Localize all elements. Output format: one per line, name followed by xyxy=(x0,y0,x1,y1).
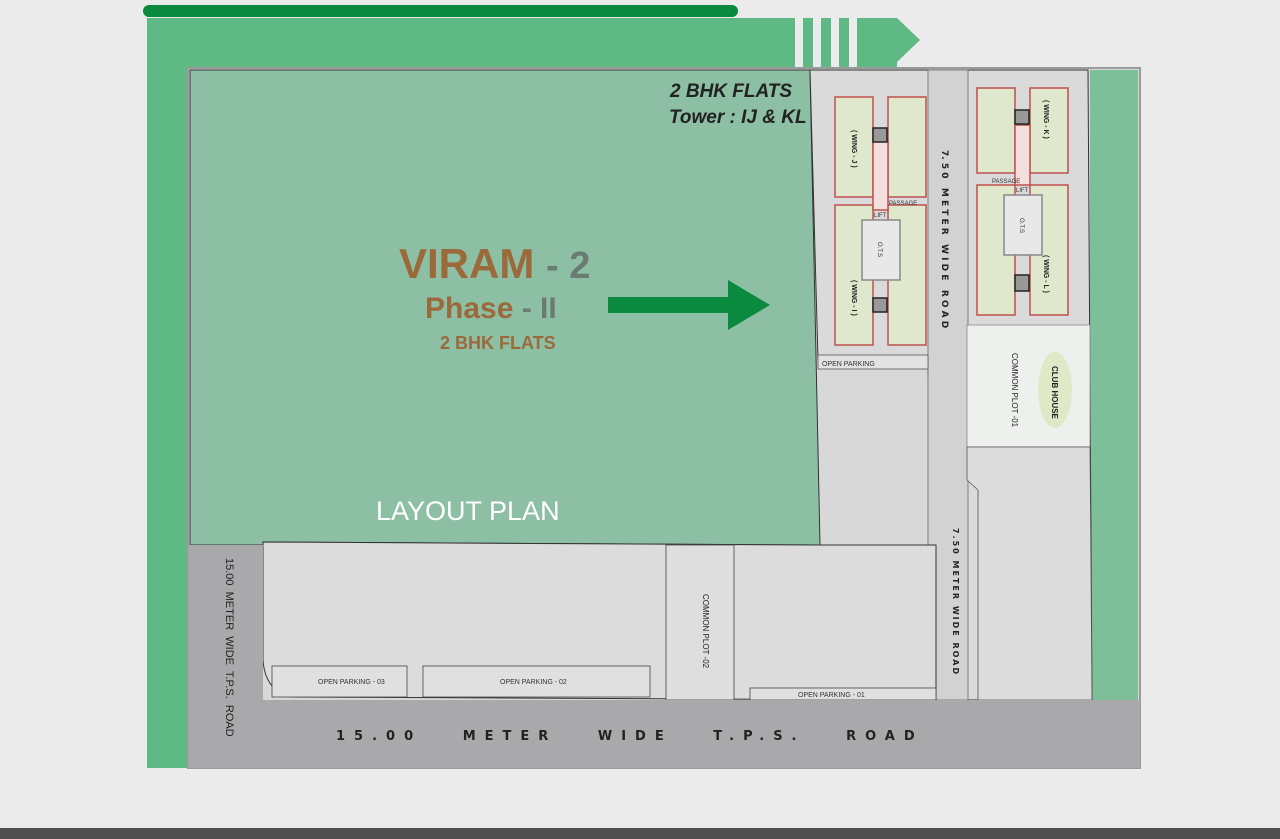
passage-label-kl: PASSAGE xyxy=(992,179,1020,185)
flats-label: 2 BHK FLATS xyxy=(669,81,792,102)
tower-kl xyxy=(976,87,1069,316)
open-parking-label: OPEN PARKING xyxy=(822,361,875,368)
ots-label-kl: O.T.S xyxy=(1018,218,1024,233)
open-parking-03-label: OPEN PARKING - 03 xyxy=(318,679,385,686)
green-band-top xyxy=(147,18,787,70)
lift-label-kl: LIFT xyxy=(1016,188,1029,194)
club-house-label: CLUB HOUSE xyxy=(1050,366,1059,420)
project-name: VIRAM - 2 xyxy=(399,240,590,287)
passage-label-ij: PASSAGE xyxy=(889,201,917,207)
right-green-strip xyxy=(1090,70,1138,700)
lower-right-plot xyxy=(966,446,1093,701)
side-road-label: 15.00 METER WIDE T.P.S. ROAD xyxy=(223,558,235,737)
wing-l-label: ( WING - L ) xyxy=(1042,255,1049,293)
ots-label-ij: O.T.S xyxy=(876,242,882,257)
common-plot-02 xyxy=(665,544,735,701)
arrow-right-icon xyxy=(608,280,770,330)
stripe-arrow-decoration xyxy=(787,18,920,70)
open-parking-01-label: OPEN PARKING - 01 xyxy=(798,692,865,699)
open-parking-area xyxy=(817,354,929,370)
common-plot-01-label: COMMON PLOT -01 xyxy=(1010,353,1019,428)
open-parking-02-label: OPEN PARKING - 02 xyxy=(500,679,567,686)
main-road xyxy=(188,700,1140,768)
internal-road-upper-label: 7. 5 0 M E T E R W I D E R O A D xyxy=(939,150,949,328)
project-type: 2 BHK FLATS xyxy=(440,333,556,353)
tower-label: Tower : IJ & KL xyxy=(669,107,807,128)
internal-road-lower-label: 7.50 METER WIDE ROAD xyxy=(951,528,960,676)
side-road xyxy=(188,545,263,768)
open-parking-03-area xyxy=(271,665,408,698)
layout-plan-title: LAYOUT PLAN xyxy=(376,496,560,526)
club-house-area xyxy=(1038,352,1072,428)
open-parking-02-area xyxy=(422,665,651,698)
green-band-left xyxy=(147,18,189,768)
common-plot-02-label: COMMON PLOT -02 xyxy=(701,594,710,669)
wing-i-label: ( WING - I ) xyxy=(850,280,857,316)
lift-label-ij: LIFT xyxy=(874,213,887,219)
tower-ij xyxy=(834,96,927,346)
main-road-label: 15.00 METER WIDE T.P.S. ROAD xyxy=(336,729,924,744)
wing-k-label: ( WING - K ) xyxy=(1042,100,1049,139)
wing-j-label: ( WING - J ) xyxy=(850,130,857,168)
top-accent-bar xyxy=(143,5,738,17)
bottom-bar xyxy=(0,828,1280,839)
project-phase: Phase - II xyxy=(425,292,557,325)
